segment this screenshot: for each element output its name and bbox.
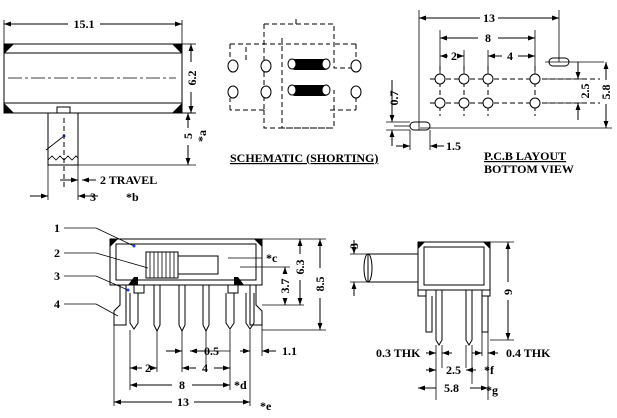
- schematic-caption: SCHEMATIC (SHORTING): [230, 151, 378, 165]
- callout-4: 4: [54, 297, 60, 311]
- pcb-pitch4-label: 4: [507, 49, 513, 63]
- top-length-label: 15.1: [74, 17, 95, 31]
- front-overall13-label: 13: [177, 395, 189, 409]
- schematic-view: SCHEMATIC (SHORTING): [227, 18, 378, 165]
- front-pitch8-label: 8: [179, 378, 185, 392]
- shorting-bar-top: [290, 59, 330, 70]
- front-h63-label: 6.3: [293, 260, 307, 275]
- front-h37-label: 3.7: [278, 279, 292, 294]
- pcb-pitch8-label: 8: [485, 31, 491, 45]
- pcb-pitch2-label: 2: [451, 49, 457, 63]
- thk04-label: 0.4 THK: [506, 346, 551, 360]
- side-height9-label: 9: [501, 289, 515, 295]
- side-view: 3 9 0.3 THK 0.4 THK 2: [347, 240, 551, 400]
- actuator-width-label: 3: [90, 190, 96, 204]
- shorting-bar-bottom: [290, 85, 330, 96]
- note-g-label: *g: [486, 383, 498, 397]
- actuator-side: [367, 253, 419, 283]
- front-pitch2-label: 2: [145, 361, 151, 375]
- front-body: [109, 238, 263, 286]
- front-h85-label: 8.5: [313, 277, 327, 292]
- note-c-label: *c: [266, 251, 278, 265]
- side-pitch58-label: 5.8: [444, 381, 459, 395]
- front-view: 1 2 3 4 *c 3.7 6.3 8.5: [54, 221, 327, 413]
- pcb-caption-1: P.C.B LAYOUT: [484, 149, 566, 163]
- pcb-overall-label: 13: [483, 11, 495, 25]
- note-e-label: *e: [260, 399, 272, 413]
- callout-3: 3: [54, 269, 60, 283]
- pcb-row58-label: 5.8: [599, 85, 613, 100]
- pcb-layout-view: 13 8 2 4: [386, 10, 613, 176]
- side-pitch25-label: 2.5: [446, 363, 461, 377]
- side-actuator3-label: 3: [347, 243, 361, 249]
- note-b-label: *b: [126, 190, 139, 204]
- pcb-offset07-label: 0.7: [387, 91, 401, 106]
- side-body: [417, 241, 491, 291]
- pcb-hole-grid: [434, 73, 541, 109]
- travel-label: 2 TRAVEL: [100, 173, 157, 187]
- callout-1: 1: [54, 221, 60, 235]
- note-a-label: *a: [195, 130, 209, 142]
- actuator-length-label: 5: [181, 133, 195, 139]
- callout-2: 2: [54, 246, 60, 260]
- front-pin11-label: 1.1: [282, 344, 297, 358]
- note-f-label: *f: [484, 363, 495, 377]
- actuator-top: [47, 112, 79, 166]
- note-d-label: *d: [234, 378, 247, 392]
- pcb-offset15-label: 1.5: [446, 139, 461, 153]
- top-height-label: 6.2: [185, 71, 199, 86]
- front-pitch05-label: 0.5: [204, 344, 219, 358]
- top-view: 15.1 6.2 5 *a 2 TRAVEL: [3, 17, 209, 204]
- thk03-label: 0.3 THK: [376, 346, 421, 360]
- front-pitch4-label: 4: [202, 361, 208, 375]
- pcb-caption-2: BOTTOM VIEW: [484, 162, 574, 176]
- pcb-row25-label: 2.5: [578, 84, 592, 99]
